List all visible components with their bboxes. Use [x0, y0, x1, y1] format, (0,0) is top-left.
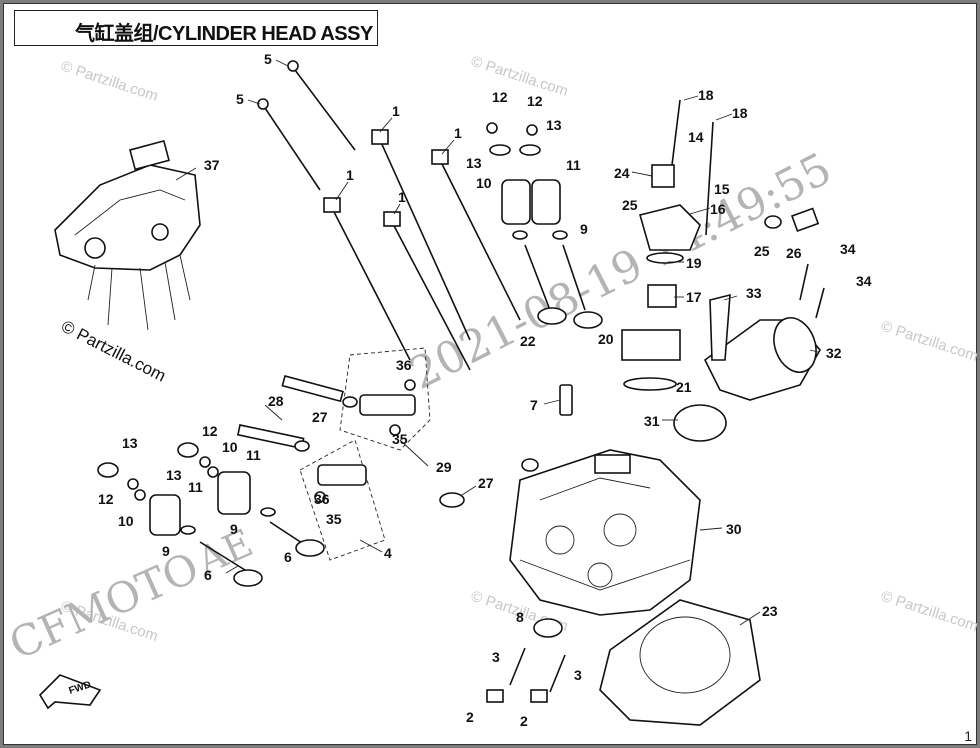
callout-34: 34	[840, 241, 856, 257]
rocker-arm-group	[236, 347, 539, 561]
cylinder-head	[509, 449, 701, 616]
callout-21: 21	[676, 379, 692, 395]
callout-11: 11	[246, 447, 261, 463]
forward-arrow: FWD	[38, 674, 102, 710]
head-bolts-group	[257, 60, 521, 371]
callout-15: 15	[714, 181, 730, 197]
callout-5: 5	[264, 51, 272, 67]
copyright-notice: © Partzilla.com	[58, 317, 169, 386]
callout-11: 11	[566, 157, 581, 173]
callout-36: 36	[396, 357, 412, 373]
watermark-copyright: © Partzilla.com	[879, 318, 980, 365]
callout-26: 26	[786, 245, 802, 261]
callout-20: 20	[598, 331, 614, 347]
callout-35: 35	[392, 431, 408, 447]
callout-9: 9	[230, 521, 238, 537]
callout-14: 14	[688, 129, 704, 145]
callout-25: 25	[754, 243, 770, 259]
callout-17: 17	[686, 289, 702, 305]
callout-34: 34	[856, 273, 872, 289]
callout-10: 10	[222, 439, 238, 455]
callout-12: 12	[492, 89, 508, 105]
callout-10: 10	[476, 175, 492, 191]
watermark-copyright: © Partzilla.com	[59, 58, 160, 105]
callout-11: 11	[188, 479, 203, 495]
engine-thumbnail	[54, 139, 201, 331]
thermostat-group	[621, 99, 820, 391]
callout-16: 16	[710, 201, 726, 217]
callout-33: 33	[746, 285, 762, 301]
callout-22: 22	[520, 333, 536, 349]
callout-23: 23	[762, 603, 778, 619]
callout-7: 7	[530, 397, 538, 413]
leader-lines	[175, 59, 819, 626]
callout-30: 30	[726, 521, 742, 537]
callout-4: 4	[384, 545, 392, 561]
callout-27: 27	[312, 409, 328, 425]
intake-group	[673, 263, 825, 442]
callout-9: 9	[162, 543, 170, 559]
callout-19: 19	[686, 255, 702, 271]
callout-1: 1	[392, 103, 400, 119]
callout-labels: 5 5 1 1 1 1 37 12 12 13 13 10 11 9 22 20…	[98, 51, 872, 729]
callout-6: 6	[284, 549, 292, 565]
callout-37: 37	[204, 157, 220, 173]
callout-27: 27	[478, 475, 494, 491]
callout-13: 13	[466, 155, 482, 171]
watermark-brand: CFMOTO	[2, 543, 206, 670]
callout-3: 3	[492, 649, 500, 665]
title-box: 气缸盖组/CYLINDER HEAD ASSY	[14, 10, 378, 46]
callout-28: 28	[268, 393, 284, 409]
valve-springs-rear	[486, 122, 603, 329]
callout-36: 36	[314, 491, 330, 507]
callout-1: 1	[398, 189, 406, 205]
callout-12: 12	[202, 423, 218, 439]
callout-13: 13	[122, 435, 138, 451]
watermark-copyright: © Partzilla.com	[879, 588, 980, 635]
callout-12: 12	[98, 491, 114, 507]
callout-5: 5	[236, 91, 244, 107]
valve-springs-front	[97, 442, 325, 587]
callout-18: 18	[698, 87, 714, 103]
callout-3: 3	[574, 667, 582, 683]
callout-13: 13	[166, 467, 182, 483]
watermark-copyright: © Partzilla.com	[469, 53, 570, 100]
callout-18: 18	[732, 105, 748, 121]
callout-29: 29	[436, 459, 452, 475]
callout-1: 1	[346, 167, 354, 183]
page-number: 1	[964, 728, 972, 744]
callout-35: 35	[326, 511, 342, 527]
callout-6: 6	[204, 567, 212, 583]
callout-25: 25	[622, 197, 638, 213]
callout-13: 13	[546, 117, 562, 133]
callout-9: 9	[580, 221, 588, 237]
callout-12: 12	[527, 93, 543, 109]
callout-2: 2	[466, 709, 474, 725]
callout-24: 24	[614, 165, 630, 181]
callout-32: 32	[826, 345, 842, 361]
page-title: 气缸盖组/CYLINDER HEAD ASSY	[75, 23, 373, 45]
callout-1: 1	[454, 125, 462, 141]
callout-8: 8	[516, 609, 524, 625]
callout-31: 31	[644, 413, 660, 429]
callout-2: 2	[520, 713, 528, 729]
lower-parts	[486, 384, 761, 726]
callout-10: 10	[118, 513, 134, 529]
